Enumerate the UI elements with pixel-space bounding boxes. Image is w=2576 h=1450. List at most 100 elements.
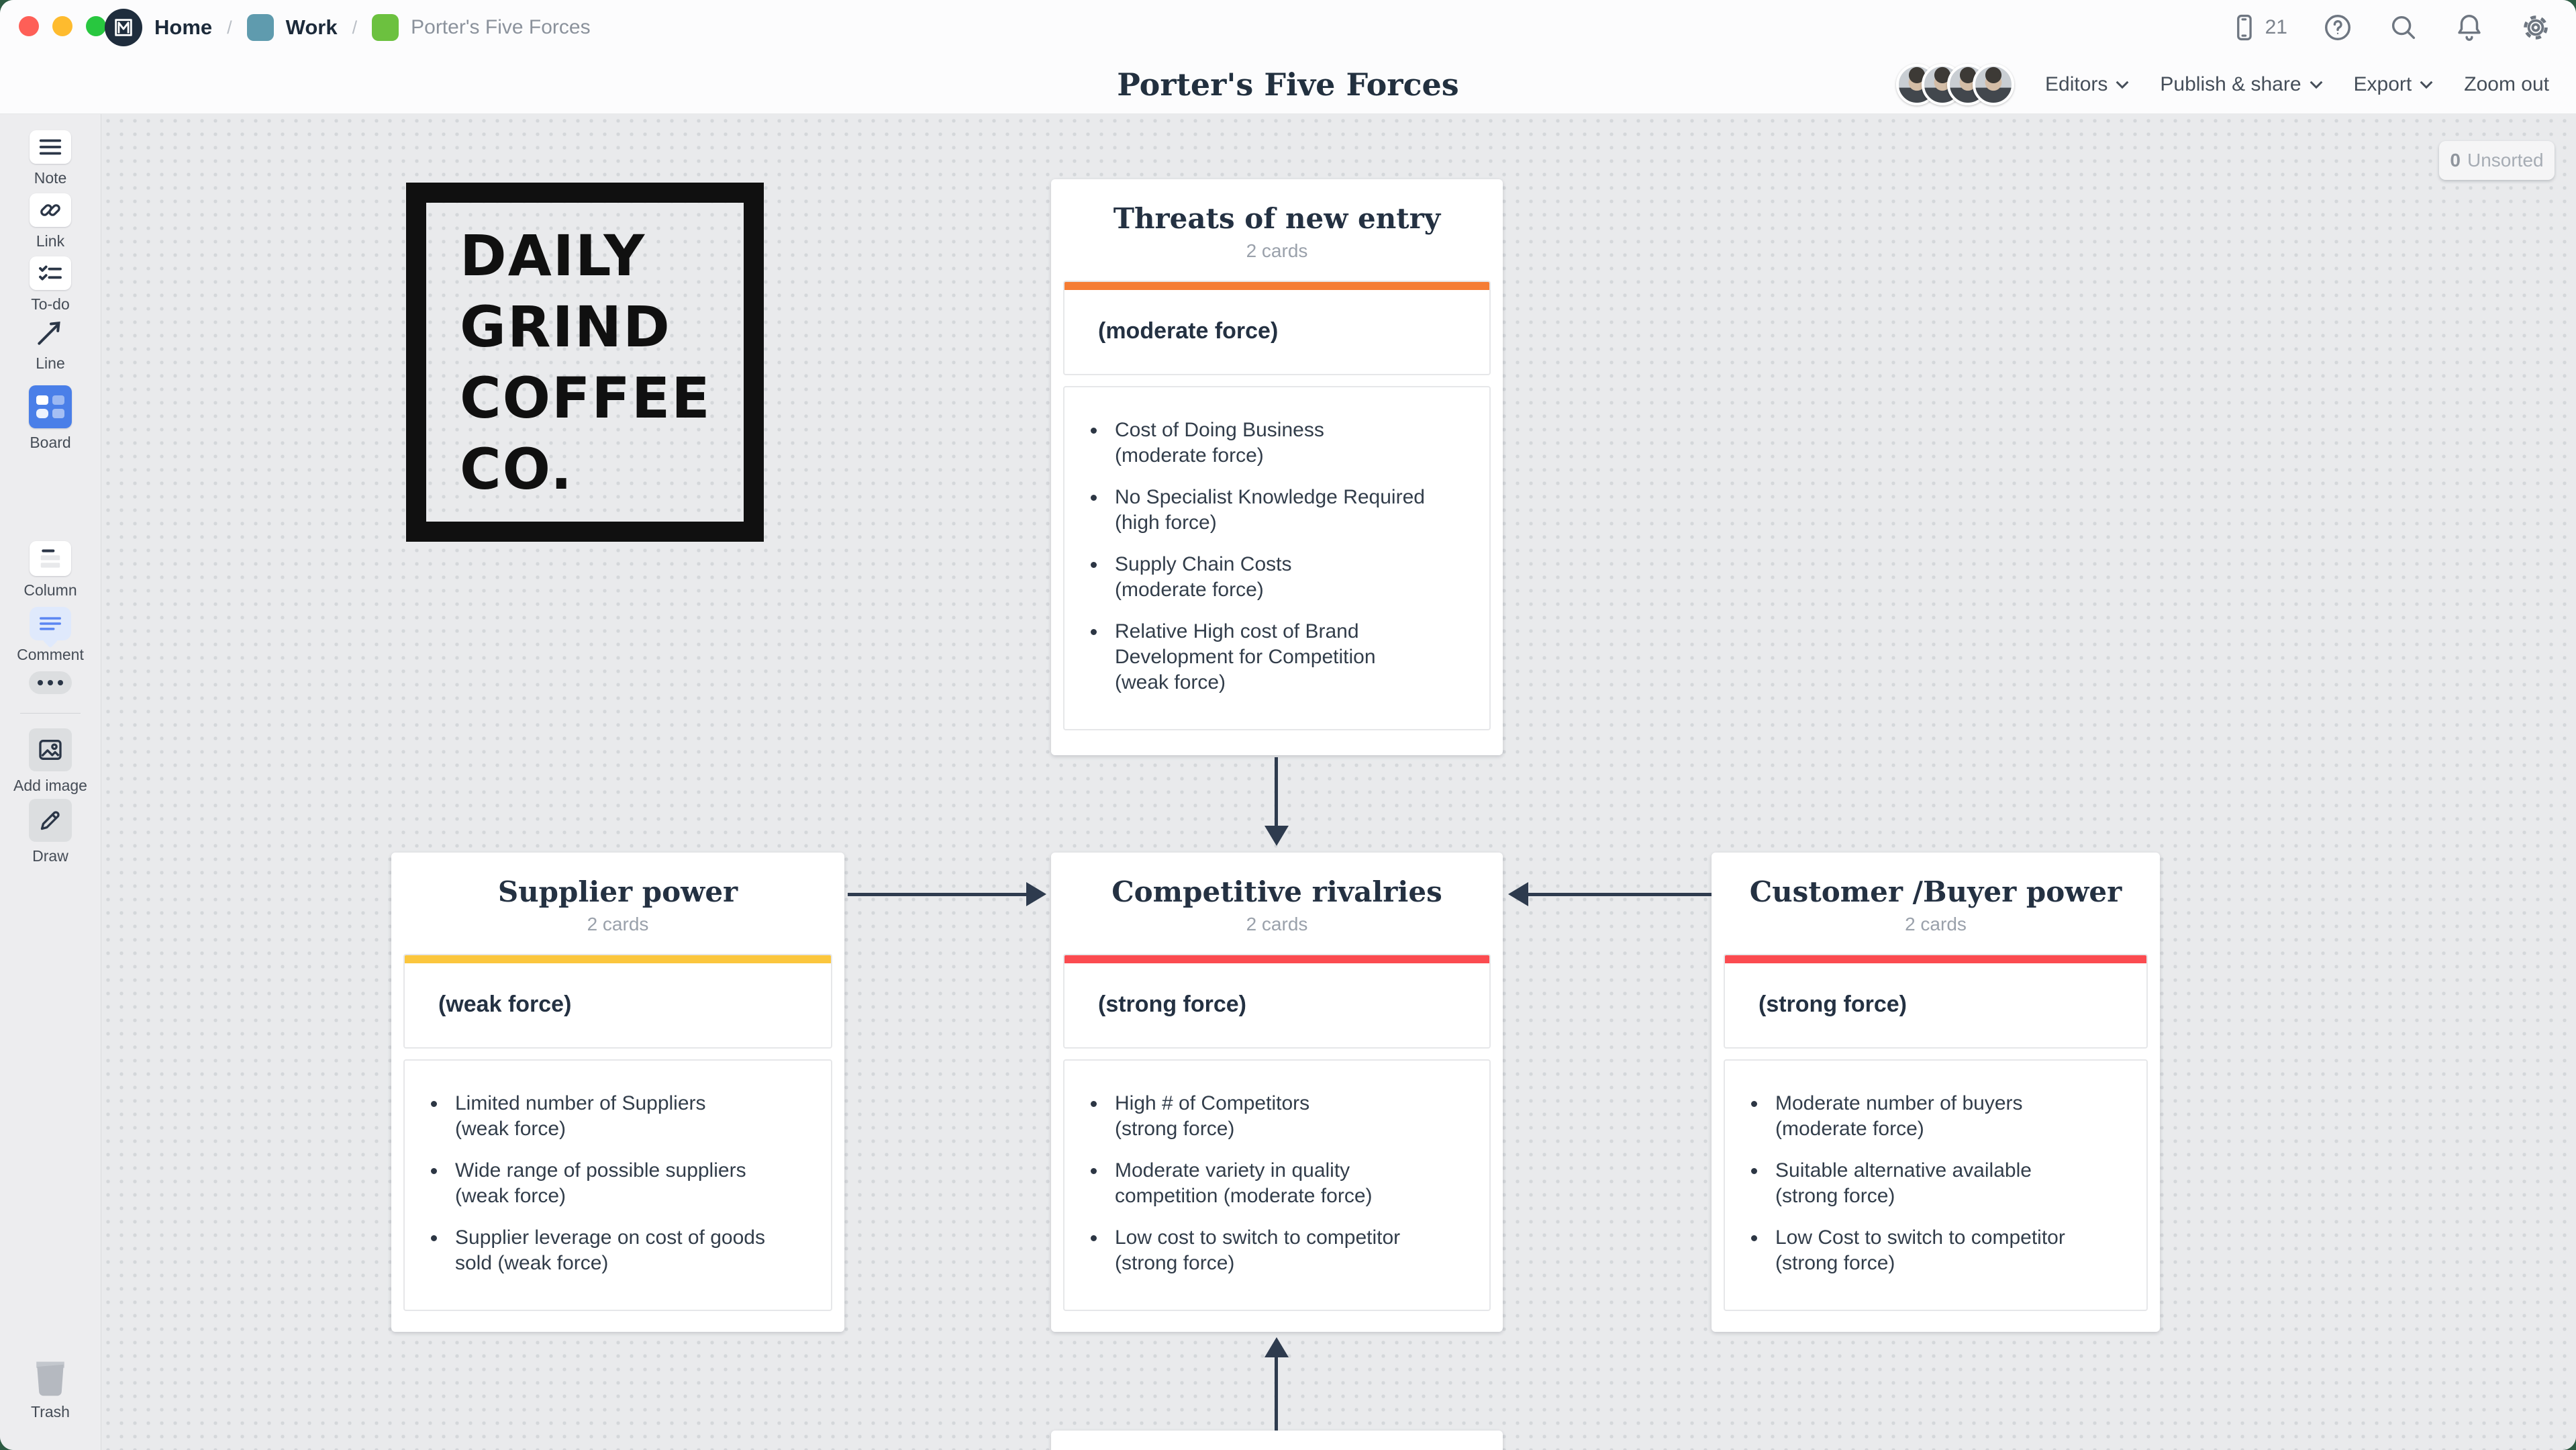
bullet-item: High # of Competitors (strong force) <box>1089 1091 1456 1142</box>
note-card-bullets[interactable]: Cost of Doing Business (moderate force) … <box>1063 386 1491 730</box>
board-card-supplier[interactable]: Supplier power 2 cards (weak force) Limi… <box>391 853 844 1332</box>
tool-sidebar: Note Link To-do <box>0 114 101 1450</box>
column-icon <box>30 541 71 576</box>
sidebar-trash[interactable]: Trash <box>0 1357 101 1421</box>
note-card-bullets[interactable]: Moderate number of buyers (moderate forc… <box>1724 1059 2148 1311</box>
bullet-item: Suitable alternative available (strong f… <box>1750 1158 2113 1209</box>
draw-pencil-icon <box>29 799 72 842</box>
sidebar-more-tools-button[interactable] <box>0 671 101 694</box>
card-count-label: 2 cards <box>1246 240 1308 261</box>
bullet-item: Moderate number of buyers (moderate forc… <box>1750 1091 2113 1142</box>
todo-checklist-icon <box>30 256 71 290</box>
chevron-down-icon <box>2310 81 2322 89</box>
board-canvas[interactable]: 0 Unsorted DAILY GRIND COFFEE CO. Threat… <box>101 114 2576 1450</box>
board-card-title[interactable]: Supplier power <box>497 875 738 908</box>
bullet-item: Supply Chain Costs (moderate force) <box>1089 552 1456 603</box>
avatar[interactable] <box>1973 64 2015 105</box>
board-card-title[interactable]: Threats of new entry <box>1113 202 1441 235</box>
board-icon <box>29 385 72 428</box>
card-count-label: 2 cards <box>587 914 649 934</box>
breadcrumb-separator: / <box>227 17 232 38</box>
note-accent-bar <box>1064 282 1489 290</box>
work-board-icon[interactable] <box>246 14 274 41</box>
page-title[interactable]: Porter's Five Forces <box>1117 66 1459 103</box>
card-count-label: 2 cards <box>1905 914 1967 934</box>
bullet-item: Cost of Doing Business (moderate force) <box>1089 418 1456 469</box>
force-label: (moderate force) <box>1098 318 1279 344</box>
note-card-force[interactable]: (moderate force) <box>1063 281 1491 375</box>
notifications-bell-icon[interactable] <box>2454 12 2485 43</box>
window-controls <box>19 16 106 36</box>
card-count-label: 2 cards <box>1246 914 1308 934</box>
top-toolbar: Home / Work / Porter's Five Forces 21 <box>0 0 2576 55</box>
breadcrumb-separator: / <box>352 17 358 38</box>
chevron-down-icon <box>2420 81 2433 89</box>
bullet-item: Moderate variety in quality competition … <box>1089 1158 1456 1209</box>
comment-icon <box>30 607 71 640</box>
note-accent-bar <box>1725 955 2146 963</box>
breadcrumb: Home / Work / Porter's Five Forces <box>105 0 591 55</box>
sidebar-item-note[interactable]: Note <box>0 130 101 187</box>
zoom-out-button[interactable]: Zoom out <box>2464 73 2549 95</box>
more-dots-icon <box>29 671 72 694</box>
current-board-icon <box>372 14 399 41</box>
board-card-competitive[interactable]: Competitive rivalries 2 cards (strong fo… <box>1051 853 1503 1332</box>
settings-gear-icon[interactable] <box>2520 11 2552 44</box>
breadcrumb-home[interactable]: Home <box>154 15 213 39</box>
daily-grind-logo-image[interactable]: DAILY GRIND COFFEE CO. <box>406 183 764 542</box>
publish-share-button[interactable]: Publish & share <box>2160 73 2322 96</box>
sidebar-divider <box>20 713 81 714</box>
bullet-item: Relative High cost of Brand Development … <box>1089 619 1456 695</box>
bullet-item: Wide range of possible suppliers (weak f… <box>430 1158 797 1209</box>
force-label: (weak force) <box>438 992 572 1017</box>
sidebar-item-todo[interactable]: To-do <box>0 256 101 313</box>
line-arrow-icon <box>34 316 67 349</box>
breadcrumb-work[interactable]: Work <box>285 15 338 39</box>
force-label: (strong force) <box>1098 992 1246 1017</box>
toolbar-right-icons: 21 <box>2229 0 2552 55</box>
note-card-bullets[interactable]: Limited number of Suppliers (weak force)… <box>403 1059 832 1311</box>
minimize-window-button[interactable] <box>52 16 72 36</box>
sidebar-item-add-image[interactable]: Add image <box>0 728 101 795</box>
force-label: (strong force) <box>1758 992 1907 1017</box>
sidebar-item-draw[interactable]: Draw <box>0 799 101 865</box>
sidebar-item-link[interactable]: Link <box>0 193 101 250</box>
chevron-down-icon <box>2116 81 2129 89</box>
breadcrumb-current: Porter's Five Forces <box>411 16 591 38</box>
editor-avatars[interactable] <box>1896 64 2015 105</box>
mobile-count: 21 <box>2265 16 2287 38</box>
note-accent-bar <box>405 955 831 963</box>
board-card-partial[interactable] <box>1051 1431 1503 1450</box>
sidebar-item-line[interactable]: Line <box>0 316 101 373</box>
board-card-title[interactable]: Competitive rivalries <box>1111 875 1442 908</box>
board-card-customer[interactable]: Customer /Buyer power 2 cards (strong fo… <box>1712 853 2160 1332</box>
add-image-icon <box>29 728 72 771</box>
sidebar-item-comment[interactable]: Comment <box>0 607 101 664</box>
note-card-force[interactable]: (strong force) <box>1063 954 1491 1049</box>
sidebar-item-column[interactable]: Column <box>0 541 101 599</box>
sidebar-item-board[interactable]: Board <box>0 385 101 452</box>
export-button[interactable]: Export <box>2354 73 2434 96</box>
board-title-bar: Porter's Five Forces Editors Publish & s… <box>0 55 2576 114</box>
mobile-app-button[interactable]: 21 <box>2229 13 2287 42</box>
unsorted-badge[interactable]: 0 Unsorted <box>2439 141 2555 180</box>
close-window-button[interactable] <box>19 16 39 36</box>
milanote-logo-icon[interactable] <box>105 9 142 46</box>
note-accent-bar <box>1064 955 1489 963</box>
note-card-bullets[interactable]: High # of Competitors (strong force) Mod… <box>1063 1059 1491 1311</box>
bullet-item: Limited number of Suppliers (weak force) <box>430 1091 797 1142</box>
bullet-item: Low Cost to switch to competitor (strong… <box>1750 1225 2113 1276</box>
help-icon[interactable] <box>2322 12 2353 43</box>
note-card-force[interactable]: (weak force) <box>403 954 832 1049</box>
editors-button[interactable]: Editors <box>2045 73 2129 96</box>
search-icon[interactable] <box>2388 12 2419 43</box>
zoom-window-button[interactable] <box>86 16 106 36</box>
link-icon <box>30 193 71 227</box>
note-card-force[interactable]: (strong force) <box>1724 954 2148 1049</box>
bullet-item: Supplier leverage on cost of goods sold … <box>430 1225 797 1276</box>
bullet-item: No Specialist Knowledge Required (high f… <box>1089 485 1456 536</box>
bullet-item: Low cost to switch to competitor (strong… <box>1089 1225 1456 1276</box>
board-card-title[interactable]: Customer /Buyer power <box>1749 875 2122 908</box>
board-card-threats[interactable]: Threats of new entry 2 cards (moderate f… <box>1051 179 1503 755</box>
